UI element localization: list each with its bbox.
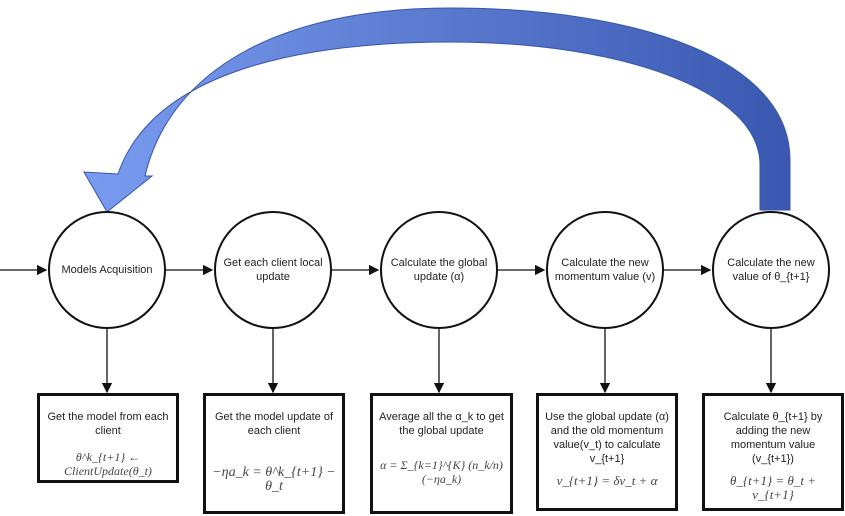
step-label: Calculate the new momentum value (v) (554, 257, 656, 283)
step-circle-new-theta: Calculate the new value of θ_{t+1} (712, 211, 830, 329)
box-text: Get the model update of each client (214, 411, 334, 437)
step-label: Get each client local update (223, 257, 323, 283)
step-box-2: Get the model update of each client −ηa_… (203, 393, 345, 514)
step-label: Calculate the global update (α) (390, 257, 488, 283)
step-box-1: Get the model from each client θ^k_{t+1}… (37, 393, 179, 483)
box-formula: α = Σ_{k=1}^{K} (n_k/n)(−ηa_k) (380, 458, 503, 486)
step-circle-momentum: Calculate the new momentum value (v) (546, 211, 664, 329)
loop-back-arrow (83, 7, 791, 213)
box-text: Use the global update (α) and the old mo… (545, 411, 669, 465)
step-box-3: Average all the α_k to get the global up… (370, 393, 513, 514)
box-text: Calculate θ_{t+1} by adding the new mome… (723, 411, 823, 465)
box-formula: −ηa_k = θ^k_{t+1} − θ_t (212, 465, 336, 494)
box-text: Average all the α_k to get the global up… (379, 411, 504, 437)
box-text: Get the model from each client (47, 411, 169, 437)
step-circle-client-update: Get each client local update (214, 211, 332, 329)
step-box-4: Use the global update (α) and the old mo… (536, 393, 678, 511)
step-box-5: Calculate θ_{t+1} by adding the new mome… (702, 393, 844, 511)
box-formula: v_{t+1} = δv_t + α (556, 473, 658, 488)
step-label: Calculate the new value of θ_{t+1} (727, 257, 815, 283)
box-formula: θ_{t+1} = θ_t + v_{t+1} (730, 473, 816, 502)
step-label: Models Acquisition (61, 264, 153, 276)
step-circle-global-update: Calculate the global update (α) (380, 211, 498, 329)
box-formula: θ^k_{t+1} ← ClientUpdate(θ_t) (64, 450, 152, 478)
step-circle-models-acquisition: Models Acquisition (48, 211, 166, 329)
